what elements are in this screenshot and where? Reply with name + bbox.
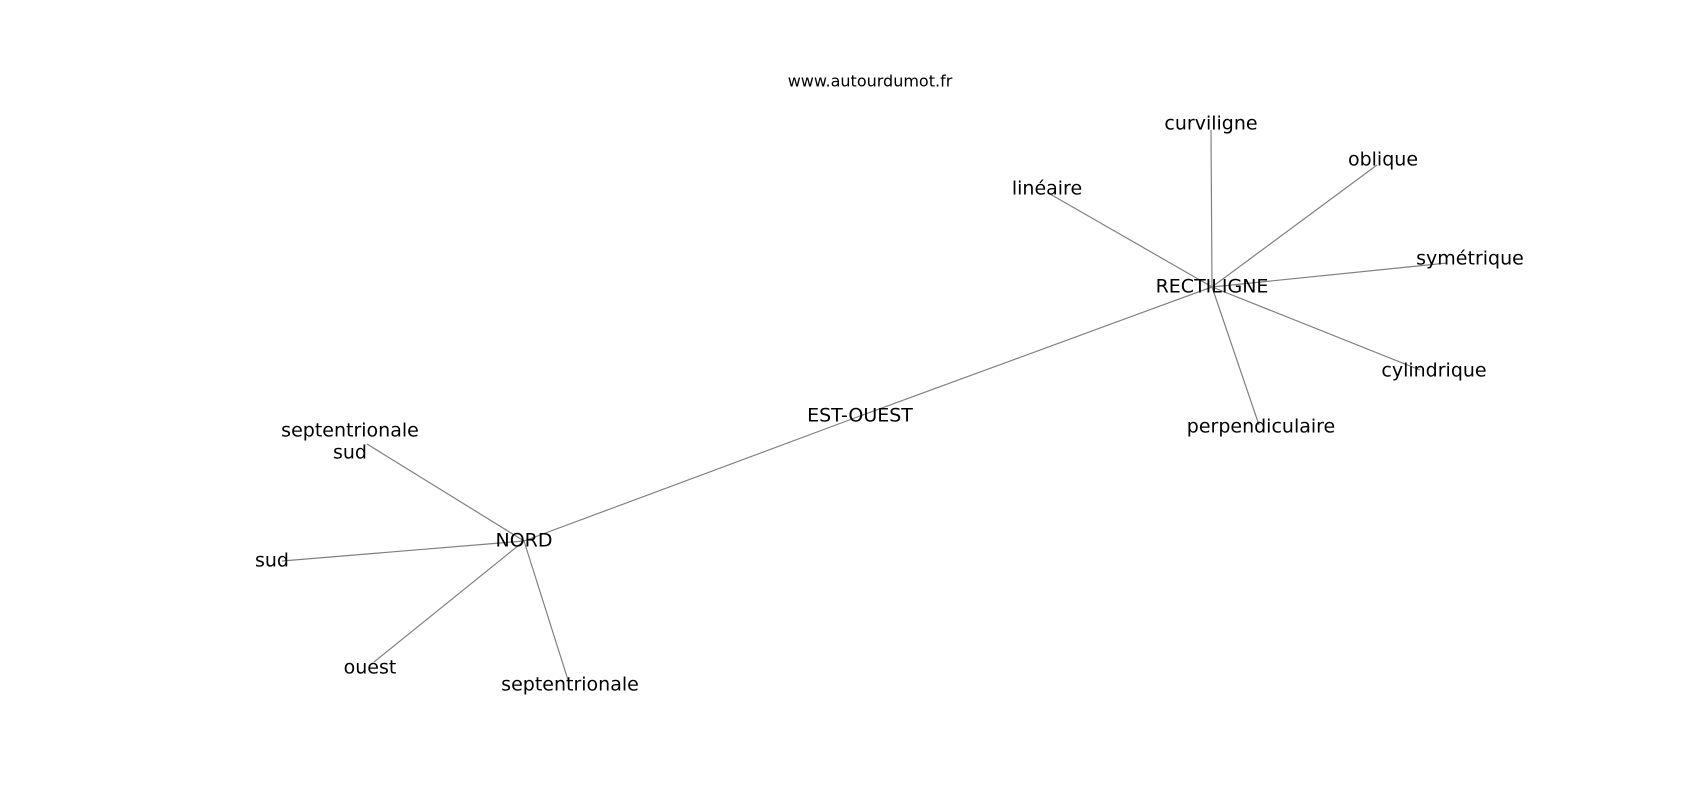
node-cylindrique: cylindrique xyxy=(1381,360,1486,382)
edge-nord-ouest xyxy=(373,540,525,663)
edge-nord-septentrionale xyxy=(523,540,569,681)
node-septentrionale: septentrionale xyxy=(501,674,639,696)
edge-est-ouest-rectiligne xyxy=(859,286,1213,417)
node-sud: sud xyxy=(255,550,289,572)
watermark-text: www.autourdumot.fr xyxy=(788,72,953,91)
node-lineaire: linéaire xyxy=(1012,178,1082,200)
node-septentrionale-sud-line1: septentrionale xyxy=(281,420,419,442)
edge-nord-est-ouest xyxy=(523,415,861,542)
edge-rectiligne-cylindrique xyxy=(1211,286,1421,371)
edge-rectiligne-symetrique xyxy=(1211,262,1448,288)
edge-nord-septentrionale-sud xyxy=(366,443,525,542)
node-curviligne: curviligne xyxy=(1164,113,1257,135)
node-septentrionale-sud-line2: sud xyxy=(333,442,367,464)
node-rectiligne: RECTILIGNE xyxy=(1156,276,1269,298)
edges-layer xyxy=(281,129,1448,681)
node-perpendiculaire: perpendiculaire xyxy=(1187,416,1335,438)
edge-rectiligne-perpendiculaire xyxy=(1211,286,1260,426)
edge-rectiligne-curviligne xyxy=(1210,129,1213,288)
node-oblique: oblique xyxy=(1348,149,1418,171)
node-ouest: ouest xyxy=(344,657,397,679)
node-est-ouest: EST-OUEST xyxy=(807,405,913,427)
node-nord: NORD xyxy=(496,530,553,552)
edge-nord-sud xyxy=(281,540,525,562)
edge-rectiligne-oblique xyxy=(1211,164,1378,288)
node-symetrique: symétrique xyxy=(1416,248,1524,270)
edge-rectiligne-lineaire xyxy=(1049,193,1213,288)
labels-layer: www.autourdumot.fr EST-OUEST NORD RECTIL… xyxy=(255,72,1524,696)
